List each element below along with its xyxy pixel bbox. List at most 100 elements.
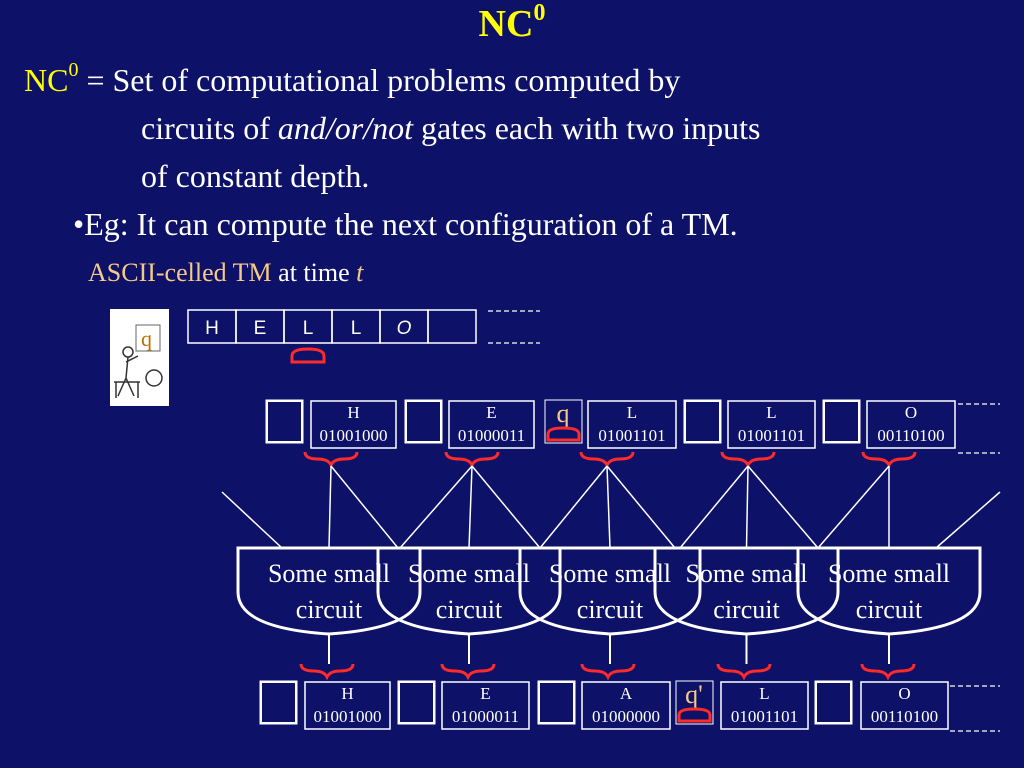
output-brace	[860, 663, 916, 681]
output-brace	[716, 663, 772, 681]
state-cell-top	[544, 399, 583, 444]
symbol-code-top: 01000011	[458, 426, 525, 445]
wire-right-edge	[935, 491, 1001, 549]
wire	[328, 465, 332, 549]
symbol-code-top: 01001101	[738, 426, 805, 445]
symbol-code-bottom: 01000011	[452, 707, 519, 726]
symbol-letter-bottom: L	[759, 684, 769, 703]
symbol-letter-bottom: H	[341, 684, 353, 703]
small-circuit-gate	[653, 546, 840, 636]
small-circuit-gate	[376, 546, 562, 636]
tape-cell-letter: L	[303, 318, 314, 339]
output-brace	[440, 663, 496, 681]
tm-picture-board	[135, 324, 161, 352]
symbol-letter-top: L	[627, 403, 637, 422]
bottom-row-continuation	[950, 685, 1000, 732]
head-marker-top	[546, 426, 581, 442]
empty-state-cell-inner-top	[407, 402, 440, 441]
tm-picture-figure	[114, 355, 140, 398]
gate-label-line1: Some small	[549, 559, 671, 588]
empty-state-cell-inner-bottom	[817, 683, 850, 722]
input-brace	[303, 451, 359, 469]
symbol-code-bottom: 01001000	[314, 707, 382, 726]
gate-label-line2: circuit	[296, 595, 363, 624]
empty-state-cell-inner-bottom	[400, 683, 433, 722]
wire	[817, 465, 890, 549]
tm-caption: ASCII-celled TM at time t	[88, 258, 364, 287]
symbol-cell-bottom	[441, 681, 530, 730]
small-circuit-gate	[796, 546, 982, 636]
symbol-code-top: 01001000	[320, 426, 388, 445]
input-brace	[579, 451, 635, 469]
output-brace	[580, 663, 636, 681]
symbol-letter-bottom: O	[898, 684, 910, 703]
symbol-letter-top: E	[486, 403, 496, 422]
symbol-letter-bottom: A	[620, 684, 633, 703]
wire	[606, 465, 676, 549]
symbol-letter-top: H	[347, 403, 359, 422]
tape-continuation	[488, 310, 540, 344]
gate-label-line2: circuit	[713, 595, 780, 624]
empty-state-cell-inner-top	[686, 402, 719, 441]
empty-state-cell-inner-bottom	[540, 683, 573, 722]
wire	[747, 465, 819, 549]
wire	[745, 465, 749, 549]
definition-line-3: of constant depth.	[141, 158, 370, 194]
tm-picture-wheel	[145, 369, 163, 387]
symbol-cell-top	[310, 400, 397, 449]
wire	[399, 465, 473, 549]
input-brace	[720, 451, 776, 469]
symbol-code-top: 01001101	[598, 426, 665, 445]
small-circuit-gate	[236, 546, 422, 636]
gate-label-line1: Some small	[685, 559, 807, 588]
symbol-cell-top	[866, 400, 956, 449]
definition-line-2: circuits of and/or/not gates each with t…	[141, 110, 761, 146]
symbol-code-top: 00110100	[877, 426, 944, 445]
head-marker-bottom	[677, 707, 712, 723]
head-state-bottom: q'	[685, 680, 703, 709]
symbol-cell-bottom	[860, 681, 949, 730]
symbol-cell-bottom	[304, 681, 391, 730]
wire	[471, 465, 541, 549]
nc0-term: NC0	[24, 59, 79, 98]
tape-cell	[427, 309, 477, 344]
tape-cell-letter: E	[254, 318, 267, 339]
symbol-code-bottom: 01000000	[592, 707, 660, 726]
top-row-continuation	[958, 403, 1000, 454]
wire	[468, 465, 473, 549]
input-brace	[444, 451, 500, 469]
empty-state-cell-inner-top	[825, 402, 858, 441]
tape-cell-letter: O	[397, 318, 412, 339]
slide-title: NC0	[478, 0, 546, 45]
definition-line-1: NC0 = Set of computational problems comp…	[24, 59, 681, 98]
symbol-cell-top	[727, 400, 816, 449]
gate-label-line1: Some small	[408, 559, 530, 588]
tape-cell-letter: H	[205, 318, 219, 339]
wire	[330, 465, 399, 549]
symbol-letter-top: L	[766, 403, 776, 422]
symbol-cell-top	[587, 400, 677, 449]
wire	[539, 465, 608, 549]
tape-cell-letter: L	[351, 318, 362, 339]
example-bullet: •Eg: It can compute the next configurati…	[73, 206, 738, 242]
wire	[606, 465, 611, 549]
gate-label-line2: circuit	[577, 595, 644, 624]
symbol-letter-bottom: E	[480, 684, 490, 703]
input-brace	[861, 451, 917, 469]
state-cell-bottom	[675, 680, 714, 725]
wire-left-edge	[221, 491, 283, 549]
symbol-cell-bottom	[581, 681, 671, 730]
tm-picture-state: q	[141, 326, 152, 351]
tape-head-marker	[290, 347, 326, 364]
symbol-cell-bottom	[720, 681, 809, 730]
gate-label-line1: Some small	[268, 559, 390, 588]
symbol-code-bottom: 01001101	[731, 707, 798, 726]
symbol-cell-top	[448, 400, 535, 449]
tm-machine-picture	[110, 309, 169, 406]
gate-label-line1: Some small	[828, 559, 950, 588]
empty-state-cell-inner-top	[268, 402, 301, 441]
wire	[679, 465, 749, 549]
gate-label-line2: circuit	[436, 595, 503, 624]
symbol-letter-top: O	[905, 403, 917, 422]
